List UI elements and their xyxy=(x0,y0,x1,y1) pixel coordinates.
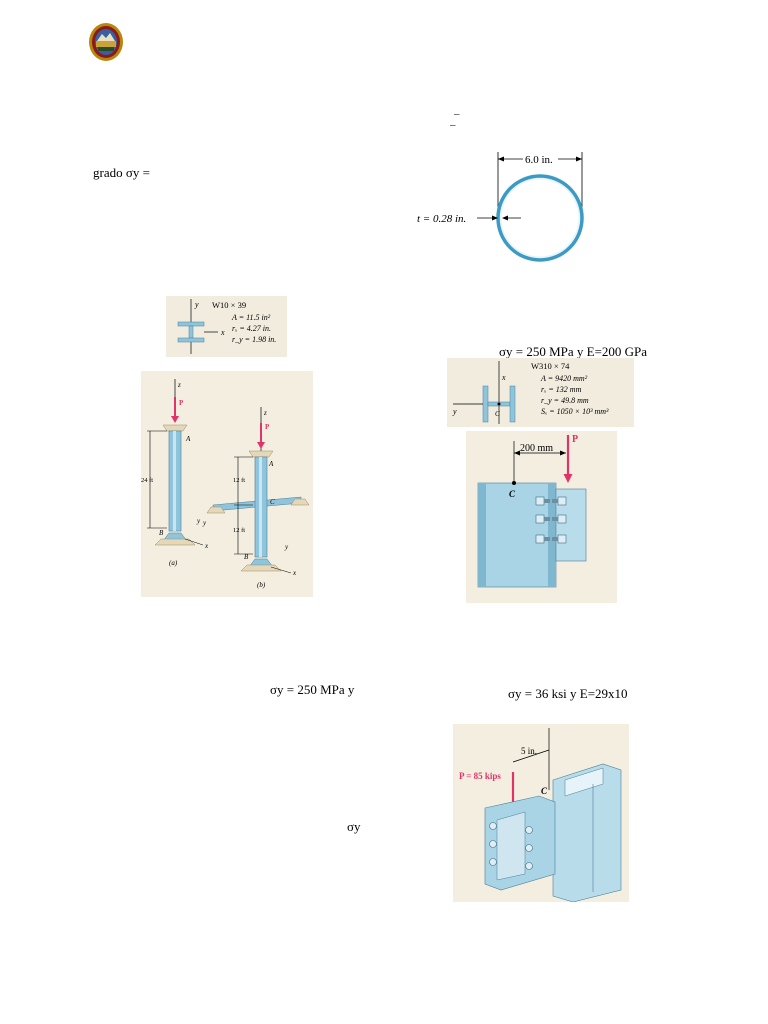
w310-section-properties: x y C W310 × 74 A = 9420 mm² rₓ = 132 mm… xyxy=(447,358,634,427)
bracket2-distance-label: 5 in. xyxy=(521,746,537,756)
col-a-length-label: 24 ft xyxy=(141,477,153,484)
col-b-brace-label: C xyxy=(270,498,275,506)
w10-rx: rₓ = 4.27 in. xyxy=(232,324,271,333)
text-grado-sy: grado σy = xyxy=(93,165,150,180)
col-b-bottom-label: B xyxy=(244,553,249,561)
col-b-load-label: P xyxy=(265,423,270,431)
col-a-y-label: y xyxy=(196,517,201,525)
w310-sx: Sₓ = 1050 × 10³ mm³ xyxy=(541,407,609,416)
bracket-load-label: P xyxy=(572,434,578,445)
col-a-top-label: A xyxy=(185,435,191,443)
col-b-x-label: x xyxy=(292,569,297,577)
col-b-caption: (b) xyxy=(257,581,266,589)
university-seal-logo xyxy=(89,23,123,61)
w310-ry: r_y = 49.8 mm xyxy=(541,396,589,405)
w10-section-properties: y x W10 × 39 A = 11.5 in² rₓ = 4.27 in. … xyxy=(166,296,287,357)
col-b-top-label: A xyxy=(268,460,274,468)
w310-y-axis-label: y xyxy=(452,407,457,416)
col-a-x-label: x xyxy=(204,542,209,550)
text-sy-mpa-y: σy = 250 MPa y xyxy=(270,682,355,697)
w10-area: A = 11.5 in² xyxy=(231,313,271,322)
tube-cross-section-figure: 6.0 in. t = 0.28 in. xyxy=(417,152,584,262)
col-a-load-label: P xyxy=(179,399,184,407)
bracket2-load-label: P = 85 kips xyxy=(459,771,501,781)
text-dash-1: – xyxy=(454,108,460,120)
bracket-point-c-label: C xyxy=(509,489,516,499)
text-dash-2: – xyxy=(450,119,456,131)
text-sy-ksi: σy = 36 ksi y E=29x10 xyxy=(508,686,628,701)
w310-centroid-label: C xyxy=(495,410,500,418)
w310-x-axis-label: x xyxy=(501,373,506,382)
col-b-y-label-left: y xyxy=(202,519,207,527)
bracket-200mm-figure: 200 mm P C xyxy=(466,431,617,603)
col-b-y-label-right: y xyxy=(284,543,289,551)
col-a-bottom-label: B xyxy=(159,529,164,537)
w310-rx: rₓ = 132 mm xyxy=(541,385,582,394)
col-a-z-label: z xyxy=(177,381,181,389)
col-b-lower-length-label: 12 ft xyxy=(233,527,245,534)
w10-x-axis-label: x xyxy=(220,328,225,337)
w10-title: W10 × 39 xyxy=(212,300,246,310)
bracket2-point-c-label: C xyxy=(541,786,548,796)
bracket-distance-label: 200 mm xyxy=(520,443,553,454)
w10-y-axis-label: y xyxy=(194,300,199,309)
tube-thickness-label: t = 0.28 in. xyxy=(417,213,466,225)
bracket-5in-figure: 5 in. P = 85 kips C xyxy=(453,724,629,902)
w310-area: A = 9420 mm² xyxy=(540,374,588,383)
col-b-upper-length-label: 12 ft xyxy=(233,477,245,484)
col-a-caption: (a) xyxy=(169,559,178,567)
w10-ry: r_y = 1.98 in. xyxy=(232,335,276,344)
columns-figure: z P A B 24 ft x y (a) z P A C B 12 ft 12… xyxy=(141,371,313,597)
tube-diameter-label: 6.0 in. xyxy=(525,154,553,166)
w310-title: W310 × 74 xyxy=(531,361,570,371)
col-b-z-label: z xyxy=(263,409,267,417)
text-sy: σy xyxy=(347,819,361,834)
text-sy-mpa-gpa: σy = 250 MPa y E=200 GPa xyxy=(499,344,648,359)
